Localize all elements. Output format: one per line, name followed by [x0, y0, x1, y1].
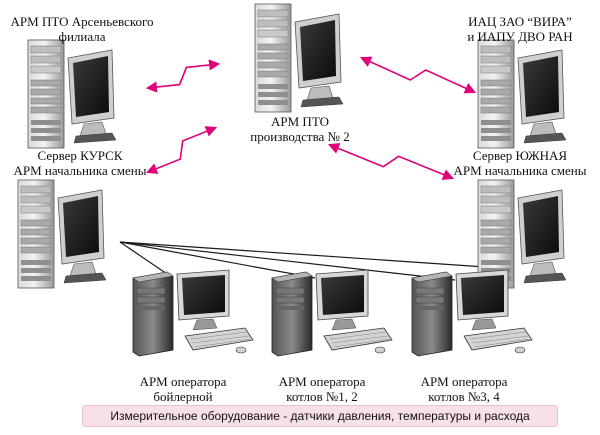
wired-connections — [119, 241, 501, 281]
lightning-link-icon — [327, 143, 455, 180]
cable-line — [119, 241, 456, 281]
cable-line — [119, 241, 501, 269]
node-label-iac: ИАЦ ЗАО “ВИРА”и ИАПУ ДВО РАН — [467, 14, 573, 44]
measurement-equipment-note: Измерительное оборудование - датчики дав… — [82, 405, 558, 427]
lightning-link-icon — [145, 126, 218, 174]
desktop-workstation-icon — [271, 269, 393, 357]
tower-computer-icon — [27, 39, 117, 149]
desktop-workstation-icon — [132, 269, 254, 357]
tower-computer-icon — [254, 3, 344, 113]
tower-computer-icon — [17, 179, 107, 289]
lightning-link-icon — [145, 59, 221, 93]
lightning-link-icon — [359, 56, 477, 94]
tower-computer-icon — [477, 39, 567, 149]
cable-line — [119, 241, 171, 277]
wireless-links — [145, 56, 477, 180]
cable-line — [119, 241, 316, 279]
